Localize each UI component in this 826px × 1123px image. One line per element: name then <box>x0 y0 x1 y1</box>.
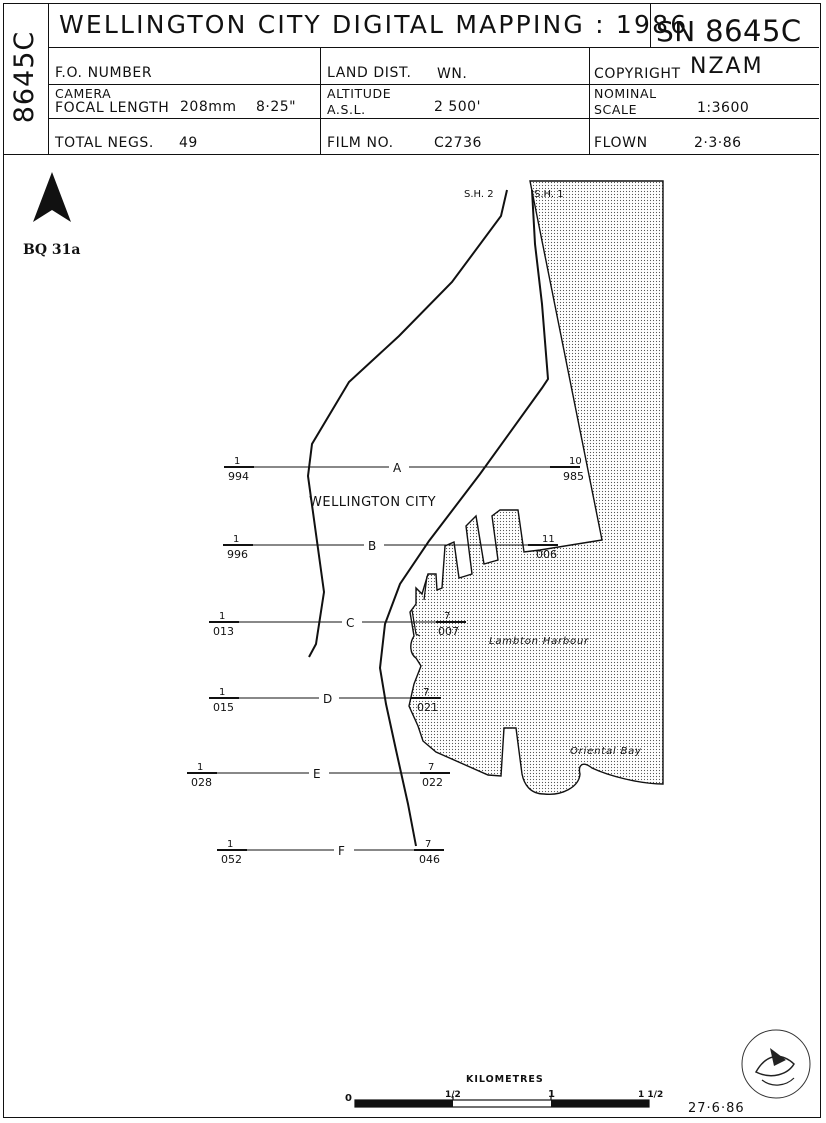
wharves <box>411 575 428 637</box>
scale-tick-label: 0 <box>345 1093 352 1104</box>
scale-value: 1:3600 <box>697 100 750 116</box>
nominal-label: NOMINAL <box>594 86 657 101</box>
strip-run-label: F <box>338 844 345 858</box>
altitude-label: ALTITUDE <box>327 86 392 101</box>
focal-length-mm: 208mm <box>180 99 237 115</box>
scale-tick-label: 1/2 <box>445 1090 461 1100</box>
land-dist-label: LAND DIST. <box>327 65 412 81</box>
strip-end-frame: 006 <box>536 548 557 561</box>
focal-length-inches: 8·25" <box>256 99 297 115</box>
flight-strip-e: E 1 028 7 022 <box>187 762 450 789</box>
strip-start-frame: 015 <box>213 701 234 714</box>
divider <box>48 118 819 120</box>
strip-end-number: 10 <box>569 456 582 467</box>
flight-strip-a: A 1 994 10 985 <box>224 456 584 483</box>
total-negs-label: TOTAL NEGS. <box>55 135 154 151</box>
strip-end-number: 7 <box>423 687 429 698</box>
flight-plan-map: S.H. 2 S.H. 1 N WELLINGTON CITY Lambton … <box>33 172 811 1108</box>
flight-strip-b: B 1 996 11 006 <box>223 534 558 561</box>
altitude-value: 2 500' <box>434 99 481 115</box>
harbour-water <box>408 180 664 795</box>
film-no-label: FILM NO. <box>327 135 394 151</box>
strip-start-number: 1 <box>197 762 203 773</box>
map-date: 27·6·86 <box>688 1101 745 1116</box>
road-label-sh2: S.H. 2 <box>464 189 494 200</box>
divider <box>650 4 652 48</box>
strip-start-number: 1 <box>234 456 240 467</box>
flight-strip-c: C 1 013 7 007 <box>209 611 466 638</box>
city-label: WELLINGTON CITY <box>309 495 436 510</box>
strip-end-number: 7 <box>425 839 431 850</box>
strip-start-frame: 013 <box>213 625 234 638</box>
focal-length-label: FOCAL LENGTH <box>55 100 170 116</box>
road-label-sh1: S.H. 1 <box>534 189 564 200</box>
divider <box>589 48 591 155</box>
flown-value: 2·3·86 <box>694 135 742 151</box>
flight-strip-f: F 1 052 7 046 <box>217 839 444 866</box>
strip-run-label: D <box>323 692 332 706</box>
scale-bar: KILOMETRES 0 1/2 1 1 1/2 <box>345 1074 663 1108</box>
asl-label: A.S.L. <box>327 102 366 117</box>
strip-start-number: 1 <box>227 839 233 850</box>
divider <box>320 48 322 155</box>
strip-start-number: 1 <box>219 687 225 698</box>
scale-bar-segment <box>551 1100 649 1107</box>
map-reference: BQ 31a <box>23 242 81 258</box>
flown-label: FLOWN <box>594 135 648 151</box>
strip-start-frame: 996 <box>227 548 248 561</box>
company-seal-icon <box>741 1029 811 1099</box>
sheet-number: SN 8645C <box>656 14 802 48</box>
scale-tick-label: 1 1/2 <box>638 1090 663 1100</box>
film-no-value: C2736 <box>434 135 482 151</box>
copyright-value: NZAM <box>690 54 764 79</box>
divider <box>48 4 50 155</box>
state-highway-2-line <box>306 189 508 658</box>
scale-tick-label: 1 <box>548 1089 555 1100</box>
total-negs-value: 49 <box>179 135 198 151</box>
strip-end-number: 7 <box>428 762 434 773</box>
title-block: 8645C WELLINGTON CITY DIGITAL MAPPING : … <box>4 4 819 155</box>
strip-start-frame: 028 <box>191 776 212 789</box>
scale-label: SCALE <box>594 102 638 117</box>
strip-run-label: C <box>346 616 354 630</box>
strip-end-frame: 022 <box>422 776 443 789</box>
sn-prefix: SN <box>656 15 696 48</box>
divider <box>48 47 819 49</box>
north-label: N <box>46 213 53 224</box>
strip-run-label: B <box>368 539 376 553</box>
strip-start-number: 1 <box>219 611 225 622</box>
strip-end-frame: 021 <box>417 701 438 714</box>
strip-start-number: 1 <box>233 534 239 545</box>
strip-start-frame: 994 <box>228 470 249 483</box>
strip-start-frame: 052 <box>221 853 242 866</box>
map-sheet: 8645C WELLINGTON CITY DIGITAL MAPPING : … <box>3 3 821 1118</box>
harbour-label: Lambton Harbour <box>489 636 589 647</box>
fo-number-label: F.O. NUMBER <box>55 65 153 81</box>
strip-end-number: 7 <box>444 611 450 622</box>
state-highway-1-line <box>378 189 550 847</box>
copyright-label: COPYRIGHT <box>594 66 681 82</box>
land-dist-value: WN. <box>437 66 468 82</box>
flight-strips: A199410985B199611006C10137007D10157021E1… <box>187 456 584 866</box>
strip-run-label: E <box>313 767 321 781</box>
sn-number: 8645C <box>705 14 802 48</box>
scale-bar-title: KILOMETRES <box>466 1074 544 1085</box>
camera-label: CAMERA <box>55 86 112 101</box>
scale-bar-segment <box>355 1100 453 1107</box>
north-arrow-icon: N <box>33 172 71 224</box>
strip-run-label: A <box>393 461 402 475</box>
flight-strip-d: D 1 015 7 021 <box>209 687 441 714</box>
strip-end-number: 11 <box>542 534 555 545</box>
bay-label: Oriental Bay <box>570 746 642 757</box>
strip-end-frame: 985 <box>563 470 584 483</box>
strip-end-frame: 007 <box>438 625 459 638</box>
strip-end-frame: 046 <box>419 853 440 866</box>
divider <box>48 84 819 86</box>
map-title: WELLINGTON CITY DIGITAL MAPPING : 1986 <box>59 10 689 39</box>
